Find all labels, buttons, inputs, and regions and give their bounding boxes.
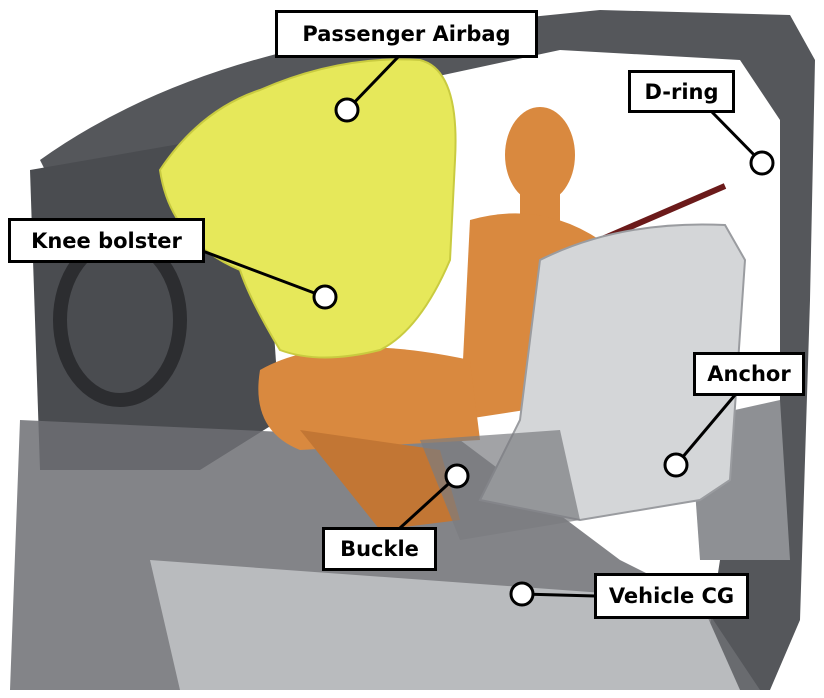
marker-dots <box>312 97 775 607</box>
passenger-airbag-shape <box>158 58 457 359</box>
d-ring-marker <box>749 150 775 176</box>
car-roof-frame <box>40 10 815 690</box>
anchor-marker <box>663 452 689 478</box>
label-knee-bolster: Knee bolster <box>8 218 205 263</box>
vehicle-cg-marker <box>509 581 535 607</box>
label-passenger-airbag: Passenger Airbag <box>275 10 538 58</box>
label-buckle: Buckle <box>322 527 437 571</box>
label-vehicle-cg: Vehicle CG <box>594 573 749 619</box>
label-anchor: Anchor <box>693 352 805 396</box>
seatbelt-webbing <box>598 183 727 243</box>
label-d-ring: D-ring <box>628 70 735 113</box>
floor <box>150 560 740 690</box>
knee-bolster-marker <box>312 284 338 310</box>
seat-cushion <box>420 430 580 540</box>
buckle-marker <box>444 463 470 489</box>
airbag-marker <box>334 97 360 123</box>
